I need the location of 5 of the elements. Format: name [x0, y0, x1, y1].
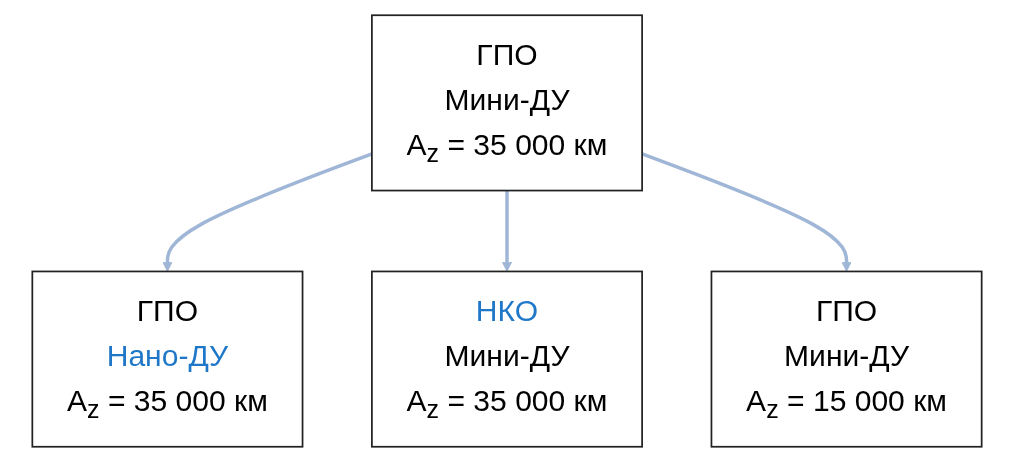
- node-box: ГПО Нано-ДУ A$_{z}$ = 35 000 км: [31, 270, 304, 448]
- arrow: [501, 190, 513, 272]
- node-box: НКО Мини-ДУ A$_{z}$ = 35 000 км: [371, 270, 643, 448]
- node-box: ГПО Мини-ДУ A$_{z}$ = 15 000 км: [710, 270, 983, 448]
- node-box: ГПО Мини-ДУ A$_{z}$ = 35 000 км: [371, 13, 643, 191]
